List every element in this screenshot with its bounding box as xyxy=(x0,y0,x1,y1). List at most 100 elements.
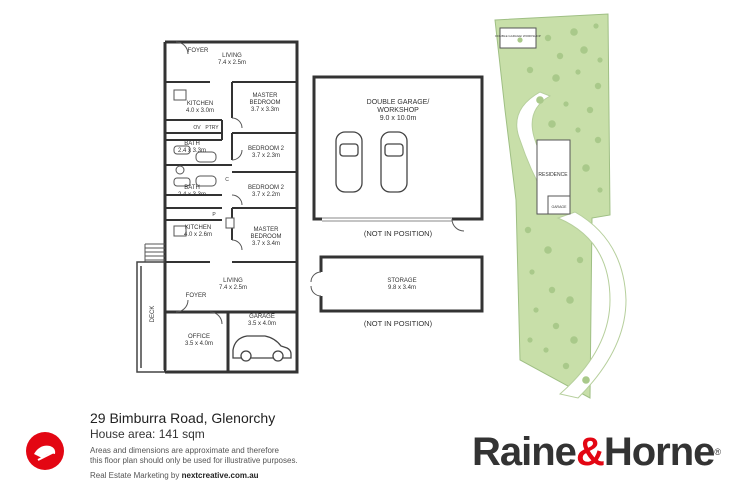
disclaimer-line-1: Areas and dimensions are approximate and… xyxy=(90,446,279,455)
bath-bottom-dims: 2.4 x 3.3m xyxy=(178,192,206,198)
tree-icon xyxy=(566,296,574,304)
tree-icon xyxy=(586,106,594,114)
storage-dims: 9.8 x 3.4m xyxy=(388,285,416,291)
double-garage-name2: WORKSHOP xyxy=(377,107,419,114)
master-bottom-name: MASTER xyxy=(253,227,279,233)
property-address: 29 Bimburra Road, Glenorchy xyxy=(90,410,276,426)
oven-label: OV xyxy=(193,125,201,131)
tree-icon xyxy=(562,362,570,370)
garage-dims: 3.5 x 4.0m xyxy=(248,321,276,327)
storage-name: STORAGE xyxy=(387,278,416,284)
bed2-bottom-dims: 3.7 x 2.2m xyxy=(252,192,280,198)
tree-icon xyxy=(544,34,552,42)
storage-note: (NOT IN POSITION) xyxy=(364,319,433,328)
tree-icon xyxy=(576,256,584,264)
stairs xyxy=(144,243,165,262)
bathroom-fixtures xyxy=(173,89,235,237)
double-garage xyxy=(312,75,484,232)
brand-ampersand: & xyxy=(575,430,605,474)
brand-registered-mark: ® xyxy=(714,447,721,457)
bed2-top-name: BEDROOM 2 xyxy=(248,146,285,152)
tree-icon xyxy=(575,69,581,75)
office-dims: 3.5 x 4.0m xyxy=(185,341,213,347)
tree-icon xyxy=(529,269,535,275)
double-garage-name: DOUBLE GARAGE/ xyxy=(367,99,430,106)
tree-icon xyxy=(594,82,602,90)
master-bottom-dims: 3.7 x 3.4m xyxy=(252,241,280,247)
storage-building xyxy=(310,255,484,313)
bath-bottom-name: BATH xyxy=(184,185,200,191)
tree-icon xyxy=(536,96,544,104)
tree-icon xyxy=(582,376,590,384)
kitchen-bottom-name: KITCHEN xyxy=(185,225,211,231)
brand-word-raine: Raine xyxy=(472,430,577,474)
site-residence-label: RESIDENCE xyxy=(538,172,568,178)
tree-icon xyxy=(533,307,539,313)
pantry-label: PTRY xyxy=(205,125,219,131)
living-bottom-name: LIVING xyxy=(223,278,243,284)
tree-icon xyxy=(575,127,581,133)
tree-icon xyxy=(594,136,602,144)
tree-icon xyxy=(593,23,599,29)
tree-icon xyxy=(526,66,534,74)
kitchen-top-name: KITCHEN xyxy=(187,101,213,107)
tree-icon xyxy=(570,336,578,344)
door-swings xyxy=(175,41,243,325)
tree-icon xyxy=(597,187,603,193)
master-bottom-name2: BEDROOM xyxy=(250,234,281,240)
deck xyxy=(136,261,165,373)
car-icon xyxy=(232,335,292,362)
brand-logo-icon xyxy=(26,432,64,470)
site-trees xyxy=(517,23,603,384)
listing-info: 29 Bimburra Road, Glenorchy House area: … xyxy=(90,410,420,480)
credit-site: nextcreative.com.au xyxy=(181,471,259,480)
living-top-name: LIVING xyxy=(222,53,242,59)
bath-top-name: BATH xyxy=(184,141,200,147)
tree-icon xyxy=(597,57,603,63)
double-garage-note: (NOT IN POSITION) xyxy=(364,229,433,238)
deck-label: DECK xyxy=(150,306,156,323)
site-plan xyxy=(494,13,627,399)
marketing-credit: Real Estate Marketing by nextcreative.co… xyxy=(90,471,420,480)
tree-icon xyxy=(527,337,533,343)
tree-icon xyxy=(582,164,590,172)
bath-top-dims: 2.4 x 3.3m xyxy=(178,148,206,154)
foyer-bottom-label: FOYER xyxy=(186,293,207,299)
tree-icon xyxy=(524,226,532,234)
driveway xyxy=(556,211,627,399)
site-garage-label: GARAGE xyxy=(552,205,568,209)
brand-wordmark: Raine&Horne® xyxy=(472,428,721,476)
foyer-top-label: FOYER xyxy=(188,48,209,54)
double-garage-dims: 9.0 x 10.0m xyxy=(380,115,417,122)
tree-icon xyxy=(570,28,578,36)
cupboard-label: C xyxy=(225,177,229,183)
tree-icon xyxy=(552,74,560,82)
tree-icon xyxy=(552,322,560,330)
site-garage xyxy=(547,195,571,215)
living-bottom-dims: 7.4 x 2.5m xyxy=(219,285,247,291)
kitchen-bottom-dims: 4.0 x 2.6m xyxy=(184,232,212,238)
master-top-name: MASTER xyxy=(252,93,278,99)
tree-icon xyxy=(543,347,549,353)
tree-icon xyxy=(544,246,552,254)
tree-icon xyxy=(556,52,564,60)
garage-name: GARAGE xyxy=(249,314,275,320)
tree-icon xyxy=(548,120,556,128)
tree-icon xyxy=(517,37,523,43)
credit-prefix: Real Estate Marketing by xyxy=(90,471,180,480)
tree-icon xyxy=(580,46,588,54)
office-name: OFFICE xyxy=(188,334,210,340)
pantry-p-label: P xyxy=(212,212,216,218)
car-icon xyxy=(335,131,408,193)
living-top-dims: 7.4 x 2.5m xyxy=(218,60,246,66)
house-area: House area: 141 sqm xyxy=(90,427,205,441)
master-top-name2: BEDROOM xyxy=(249,100,280,106)
bed2-bottom-name: BEDROOM 2 xyxy=(248,185,285,191)
house-walls xyxy=(163,40,299,374)
tree-icon xyxy=(563,101,569,107)
room-labels: FOYER LIVING 7.4 x 2.5m MASTER BEDROOM 3… xyxy=(150,34,568,347)
brand-word-horne: Horne xyxy=(603,430,716,474)
bed2-top-dims: 3.7 x 2.3m xyxy=(252,153,280,159)
disclaimer-line-2: this floor plan should only be used for … xyxy=(90,456,298,465)
